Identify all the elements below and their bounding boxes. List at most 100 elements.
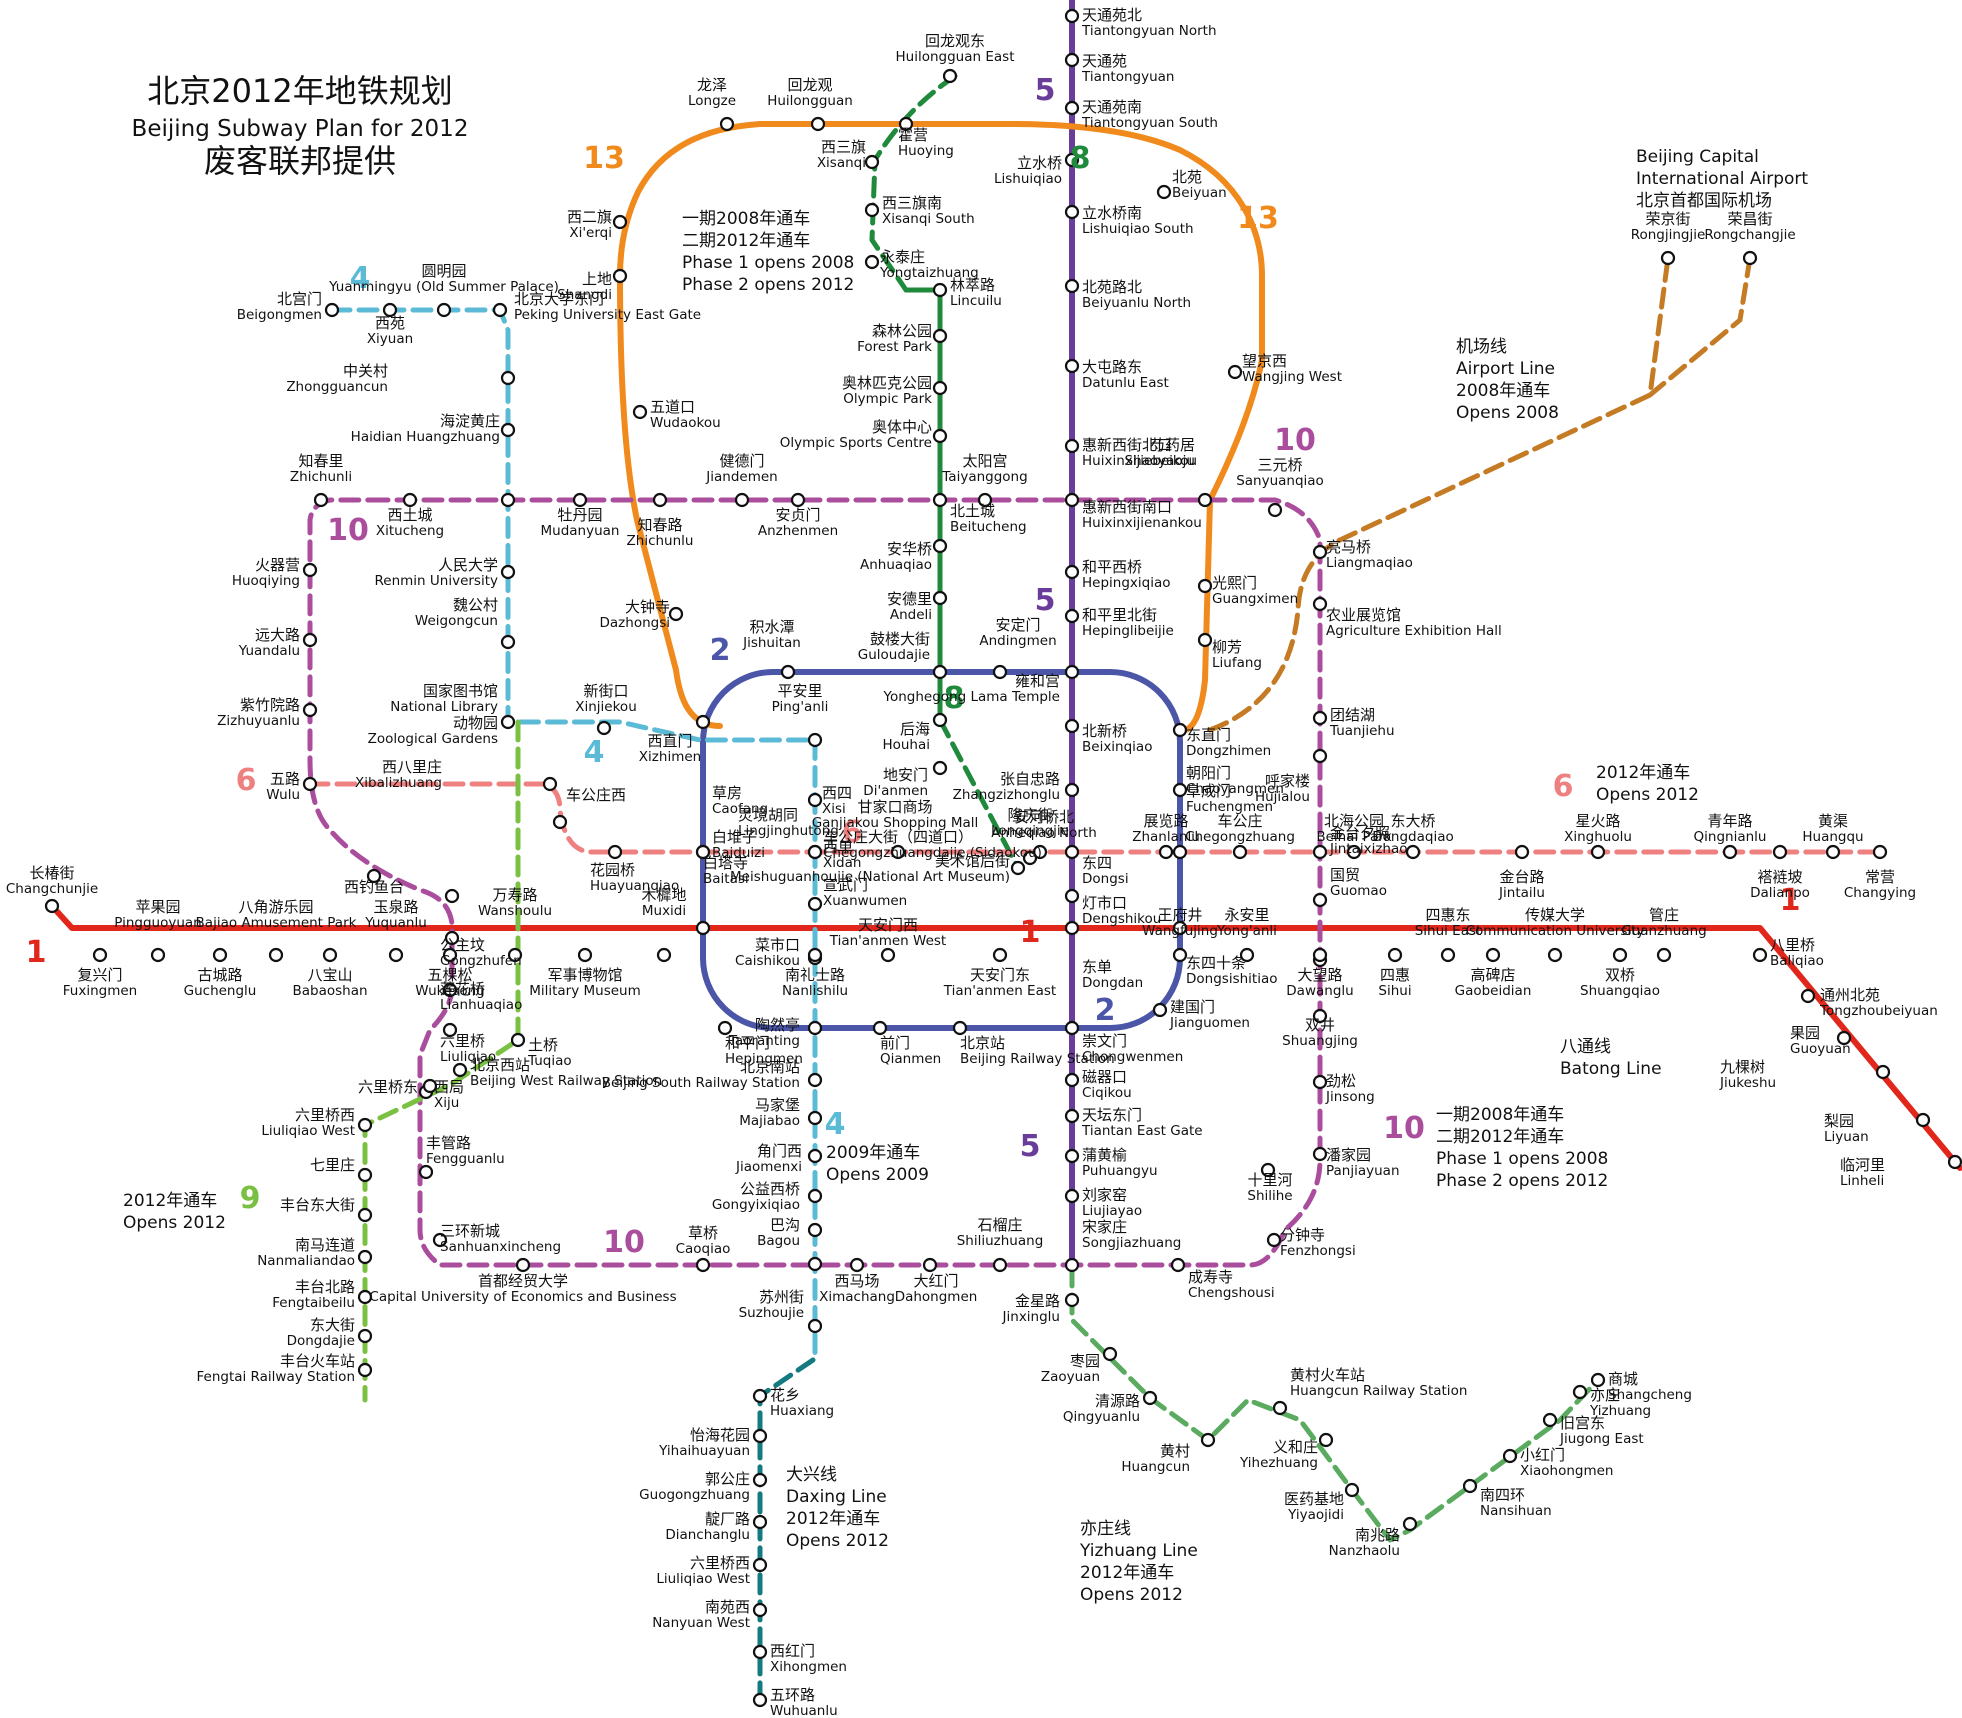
station-dot[interactable] bbox=[1590, 844, 1606, 860]
station-dot[interactable] bbox=[807, 1110, 823, 1126]
station-dot[interactable] bbox=[752, 1692, 768, 1708]
station-dot[interactable] bbox=[932, 428, 948, 444]
station-dot[interactable] bbox=[1064, 888, 1080, 904]
station-dot[interactable] bbox=[1440, 947, 1456, 963]
station-dot[interactable] bbox=[388, 947, 404, 963]
station-dot[interactable] bbox=[92, 947, 108, 963]
station-dot[interactable] bbox=[780, 664, 796, 680]
station-dot[interactable] bbox=[500, 370, 516, 386]
station-dot[interactable] bbox=[807, 732, 823, 748]
station-dot[interactable] bbox=[436, 302, 452, 318]
station-dot[interactable] bbox=[1612, 947, 1628, 963]
station-dot[interactable] bbox=[790, 492, 806, 508]
station-dot[interactable] bbox=[1387, 947, 1403, 963]
station-dot[interactable] bbox=[922, 1257, 938, 1273]
station-dot[interactable] bbox=[1232, 844, 1248, 860]
station-dot[interactable] bbox=[807, 1256, 823, 1272]
station-dot[interactable] bbox=[807, 896, 823, 912]
station-dot[interactable] bbox=[1064, 782, 1080, 798]
station-dot[interactable] bbox=[1836, 1030, 1852, 1046]
station-dot[interactable] bbox=[1947, 1154, 1962, 1170]
station-dot[interactable] bbox=[1485, 947, 1501, 963]
station-dot[interactable] bbox=[612, 214, 628, 230]
station-dot[interactable] bbox=[932, 538, 948, 554]
station-dot[interactable] bbox=[432, 1232, 448, 1248]
station-dot[interactable] bbox=[382, 302, 398, 318]
station-dot[interactable] bbox=[1064, 1257, 1080, 1273]
station-dot[interactable] bbox=[752, 1514, 768, 1530]
station-dot[interactable] bbox=[1172, 782, 1188, 798]
station-dot[interactable] bbox=[932, 760, 948, 776]
station-dot[interactable] bbox=[577, 947, 593, 963]
station-dot[interactable] bbox=[1032, 844, 1048, 860]
station-dot[interactable] bbox=[1346, 844, 1362, 860]
station-dot[interactable] bbox=[1825, 844, 1841, 860]
station-dot[interactable] bbox=[992, 664, 1008, 680]
station-dot[interactable] bbox=[632, 404, 648, 420]
station-dot[interactable] bbox=[872, 1020, 888, 1036]
station-dot[interactable] bbox=[1312, 596, 1328, 612]
station-dot[interactable] bbox=[1312, 1008, 1328, 1024]
station-dot[interactable] bbox=[442, 1022, 458, 1038]
station-dot[interactable] bbox=[734, 492, 750, 508]
station-dot[interactable] bbox=[1547, 947, 1563, 963]
station-dot[interactable] bbox=[1239, 947, 1255, 963]
station-dot[interactable] bbox=[807, 844, 823, 860]
station-dot[interactable] bbox=[932, 712, 948, 728]
station-dot[interactable] bbox=[932, 590, 948, 606]
station-dot[interactable] bbox=[1872, 844, 1888, 860]
station-dot[interactable] bbox=[1170, 1257, 1186, 1273]
station-dot[interactable] bbox=[1267, 502, 1283, 518]
station-dot[interactable] bbox=[1266, 1232, 1282, 1248]
station-dot[interactable] bbox=[1402, 1516, 1418, 1532]
station-dot[interactable] bbox=[752, 1644, 768, 1660]
station-dot[interactable] bbox=[1064, 664, 1080, 680]
station-dot[interactable] bbox=[1064, 52, 1080, 68]
station-dot[interactable] bbox=[542, 776, 558, 792]
station-dot[interactable] bbox=[1064, 100, 1080, 116]
station-dot[interactable] bbox=[807, 1222, 823, 1238]
station-dot[interactable] bbox=[695, 714, 711, 730]
station-dot[interactable] bbox=[1800, 988, 1816, 1004]
station-dot[interactable] bbox=[1172, 947, 1188, 963]
station-dot[interactable] bbox=[1064, 1188, 1080, 1204]
station-dot[interactable] bbox=[1064, 1072, 1080, 1088]
station-dot[interactable] bbox=[752, 1557, 768, 1573]
station-dot[interactable] bbox=[1064, 1292, 1080, 1308]
station-dot[interactable] bbox=[1752, 947, 1768, 963]
station-dot[interactable] bbox=[1312, 947, 1328, 963]
station-dot[interactable] bbox=[656, 947, 672, 963]
station-dot[interactable] bbox=[322, 947, 338, 963]
station-dot[interactable] bbox=[864, 254, 880, 270]
station-dot[interactable] bbox=[422, 1078, 438, 1094]
station-dot[interactable] bbox=[1405, 844, 1421, 860]
station-dot[interactable] bbox=[150, 947, 166, 963]
station-dot[interactable] bbox=[1064, 8, 1080, 24]
station-dot[interactable] bbox=[695, 1257, 711, 1273]
station-dot[interactable] bbox=[1318, 1432, 1334, 1448]
station-dot[interactable] bbox=[444, 888, 460, 904]
station-dot[interactable] bbox=[752, 1472, 768, 1488]
station-dot[interactable] bbox=[44, 898, 60, 914]
station-dot[interactable] bbox=[1200, 1432, 1216, 1448]
station-dot[interactable] bbox=[864, 202, 880, 218]
station-dot[interactable] bbox=[807, 792, 823, 808]
station-dot[interactable] bbox=[1312, 544, 1328, 560]
station-dot[interactable] bbox=[357, 1249, 373, 1265]
station-dot[interactable] bbox=[849, 1257, 865, 1273]
station-dot[interactable] bbox=[515, 1257, 531, 1273]
station-dot[interactable] bbox=[1915, 1112, 1931, 1128]
station-dot[interactable] bbox=[324, 302, 340, 318]
station-dot[interactable] bbox=[652, 492, 668, 508]
station-dot[interactable] bbox=[1572, 1384, 1588, 1400]
station-dot[interactable] bbox=[572, 492, 588, 508]
station-dot[interactable] bbox=[1064, 492, 1080, 508]
station-dot[interactable] bbox=[1272, 1400, 1288, 1416]
station-dot[interactable] bbox=[807, 1318, 823, 1334]
station-dot[interactable] bbox=[510, 1032, 526, 1048]
station-dot[interactable] bbox=[1064, 920, 1080, 936]
station-dot[interactable] bbox=[932, 328, 948, 344]
station-dot[interactable] bbox=[1064, 844, 1080, 860]
station-dot[interactable] bbox=[807, 1188, 823, 1204]
station-dot[interactable] bbox=[1742, 250, 1758, 266]
